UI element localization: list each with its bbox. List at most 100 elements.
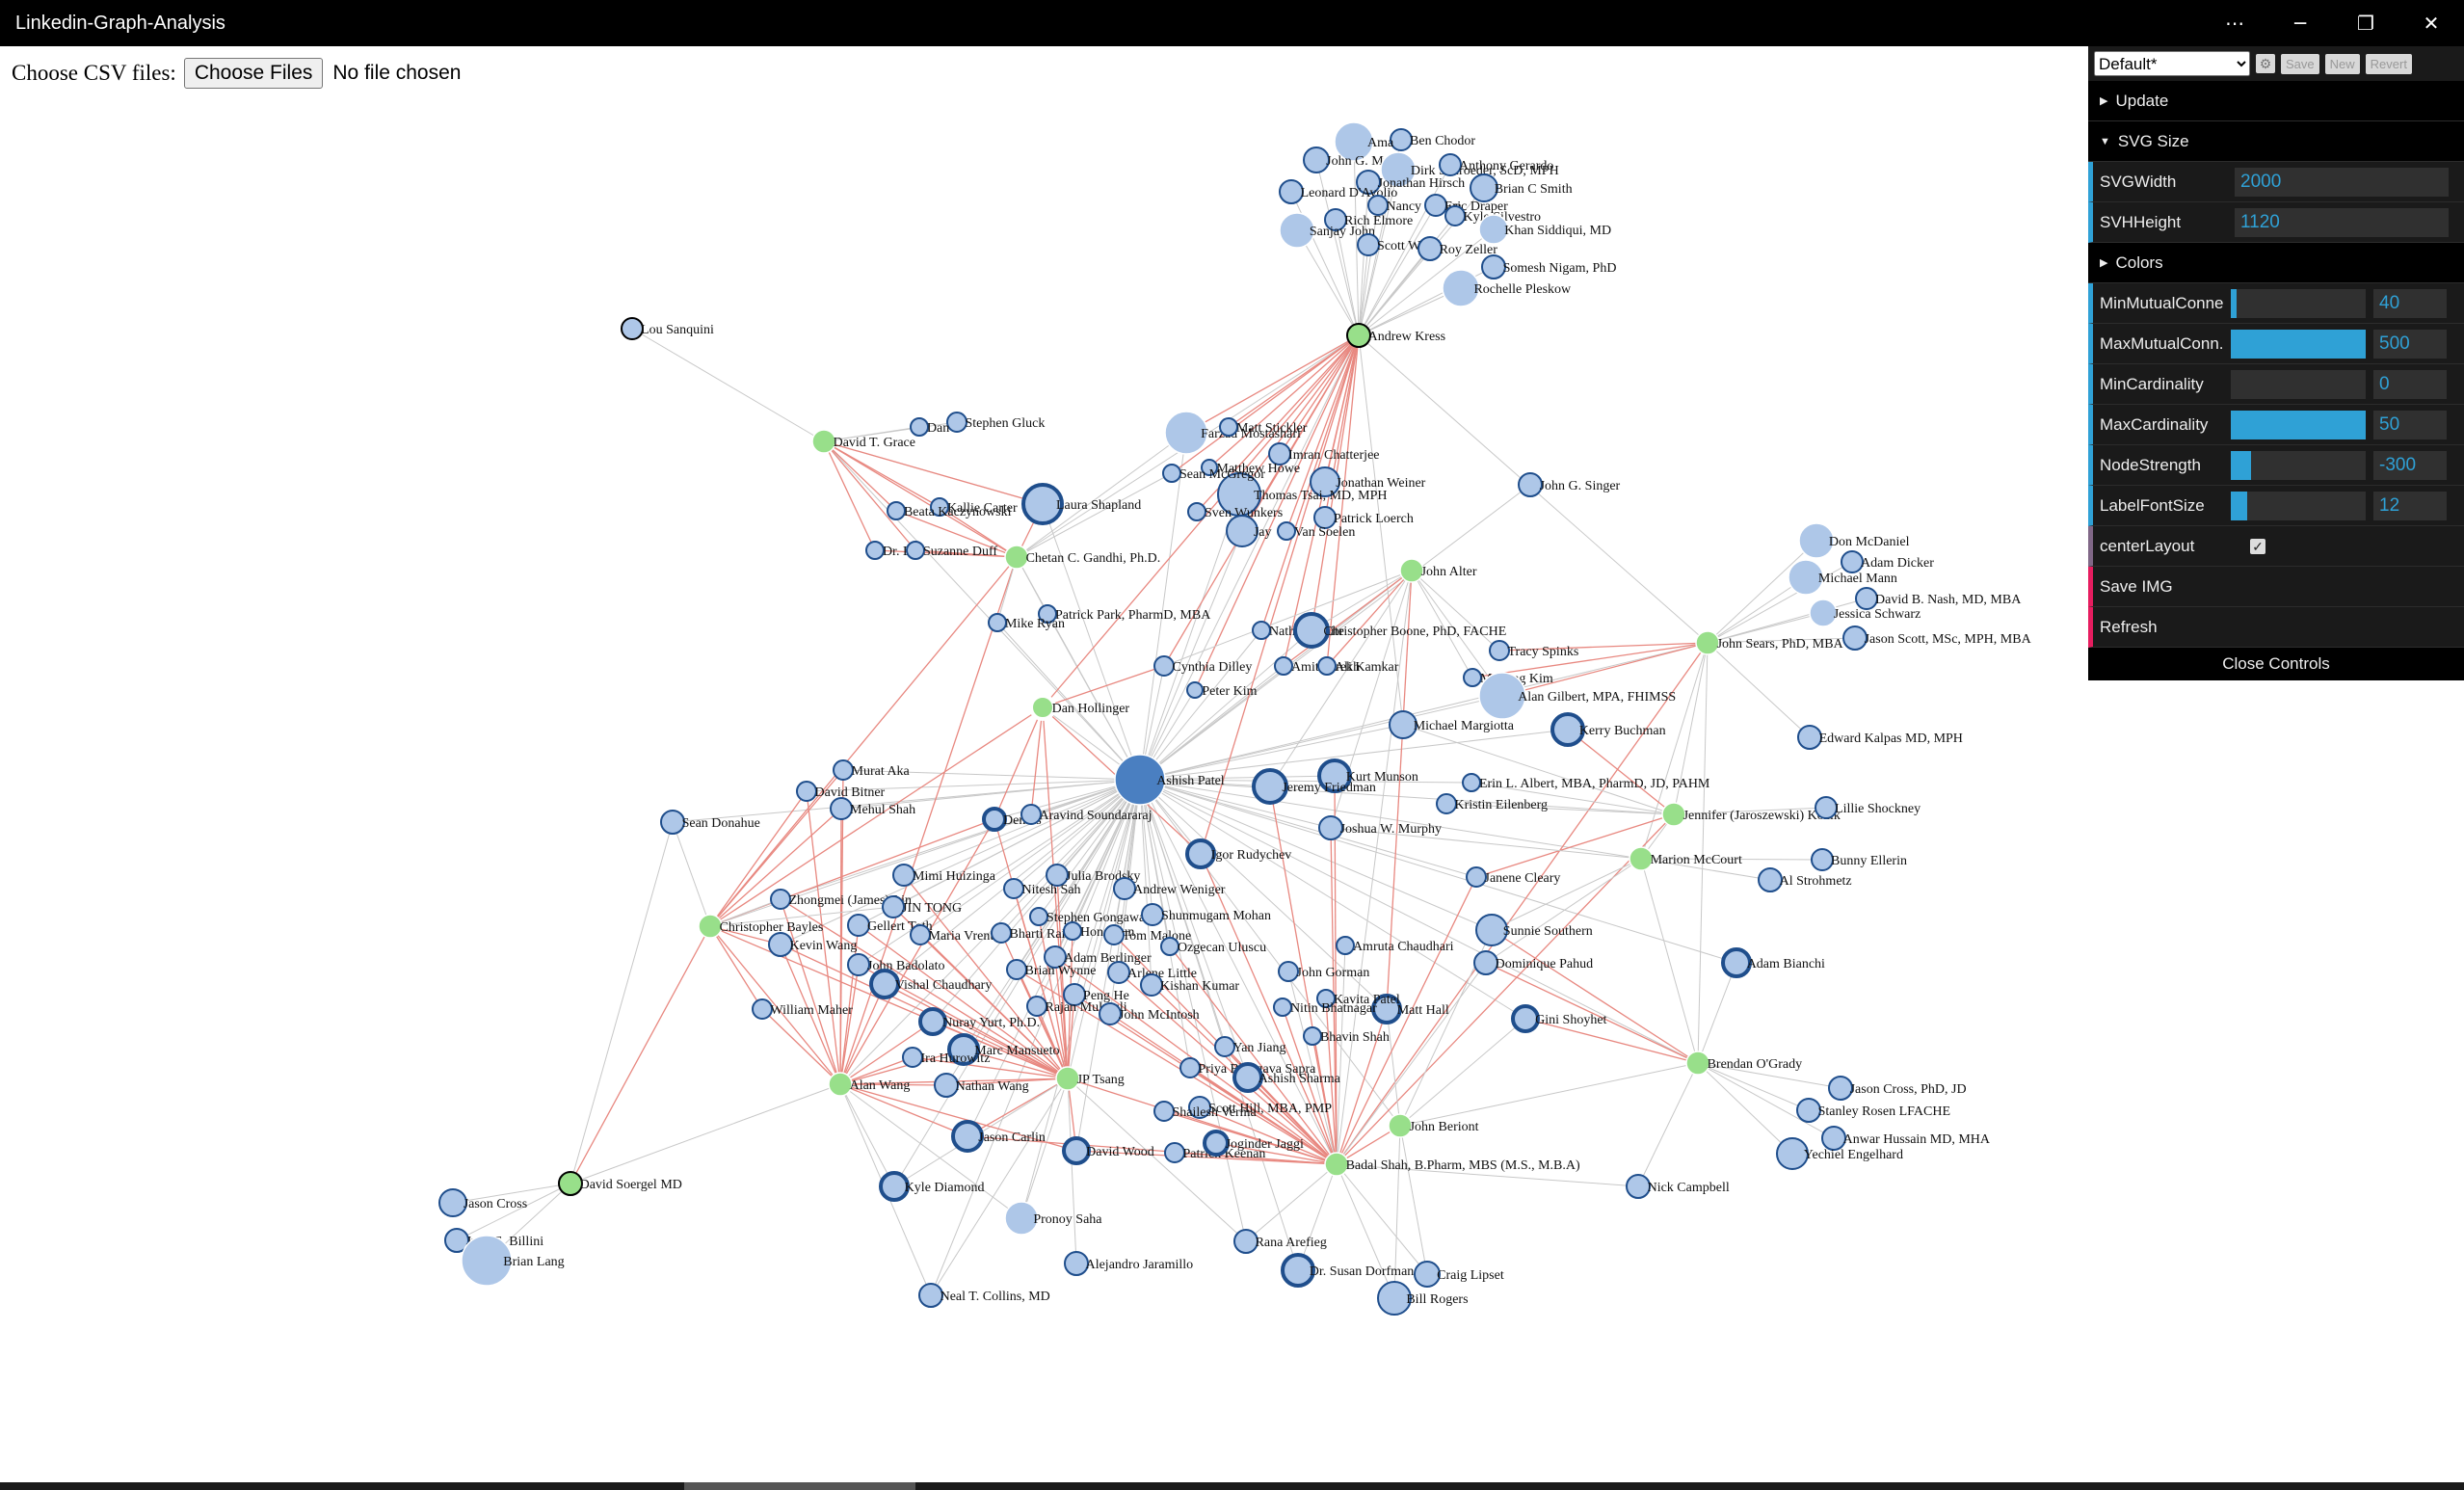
graph-node-farzad[interactable]: Farzad Mostashari <box>1164 411 1301 455</box>
graph-node-zhongmei[interactable]: Zhongmei (James) Lin <box>770 889 912 910</box>
svg-width-input[interactable]: 2000 <box>2235 167 2449 197</box>
graph-node-michael-mann[interactable]: Michael Mann <box>1788 559 1897 596</box>
graph-node-jason-carlin[interactable]: Jason Carlin <box>951 1120 1046 1153</box>
graph-node-andrew[interactable]: Andrew Kress <box>1346 323 1445 348</box>
node-circle[interactable] <box>1003 878 1024 899</box>
graph-node-john-alter[interactable]: John Alter <box>1399 558 1477 583</box>
graph-node-yechiel[interactable]: Yechiel Engelhard <box>1776 1137 1903 1170</box>
node-circle[interactable] <box>1815 796 1838 819</box>
node-circle[interactable] <box>1758 867 1783 892</box>
node-circle[interactable] <box>1316 989 1336 1008</box>
node-circle[interactable] <box>1064 1251 1089 1276</box>
graph-node-amruta[interactable]: Amruta Chaudhari <box>1336 936 1454 955</box>
graph-node-brendan[interactable]: Brendan O'Grady <box>1685 1051 1802 1076</box>
node-circle[interactable] <box>1226 515 1258 547</box>
center-layout-checkbox[interactable]: ✓ <box>2250 538 2265 554</box>
graph-node-dan-hollinger[interactable]: Dan Hollinger <box>1029 694 1129 721</box>
graph-node-kishan[interactable]: Kishan Kumar <box>1140 973 1239 997</box>
node-circle[interactable] <box>1317 758 1352 793</box>
node-circle[interactable] <box>811 429 836 454</box>
node-circle[interactable] <box>869 969 900 999</box>
node-circle[interactable] <box>865 541 885 560</box>
ellipsis-icon[interactable]: ⋯ <box>2225 12 2244 35</box>
choose-files-button[interactable]: Choose Files <box>183 58 324 89</box>
node-circle[interactable] <box>1371 994 1402 1024</box>
horizontal-scrollbar[interactable] <box>0 1482 2464 1490</box>
slider-value[interactable]: 0 <box>2373 369 2447 399</box>
graph-node-joginder[interactable]: Joginder Jaggi <box>1203 1130 1304 1157</box>
node-circle[interactable] <box>1107 961 1130 984</box>
node-circle[interactable] <box>1252 621 1271 640</box>
graph-node-david-bitner[interactable]: David Bitner <box>796 781 886 802</box>
node-circle[interactable] <box>1029 694 1056 721</box>
graph-node-erin[interactable]: Erin L. Albert, MBA, PharmD, JD, PAHM <box>1462 773 1710 792</box>
node-circle[interactable] <box>951 1120 984 1153</box>
node-circle[interactable] <box>1444 205 1466 226</box>
node-circle[interactable] <box>1390 128 1413 151</box>
graph-node-duff[interactable]: Suzanne Duff <box>906 541 997 560</box>
graph-node-jp[interactable]: JP Tsang <box>1055 1066 1125 1091</box>
node-circle[interactable] <box>1185 838 1216 869</box>
graph-node-stephen-g[interactable]: Stephen Gongaware <box>1029 907 1155 926</box>
node-circle[interactable] <box>1478 672 1526 720</box>
node-circle[interactable] <box>461 1235 513 1287</box>
graph-node-kurt[interactable]: Kurt Munson <box>1317 758 1418 793</box>
graph-node-jason-cross-phd[interactable]: Jason Cross, PhD, JD <box>1828 1076 1967 1101</box>
node-circle[interactable] <box>1026 996 1047 1017</box>
node-circle[interactable] <box>828 1072 853 1097</box>
graph-node-roy[interactable]: Roy Zeller <box>1417 236 1497 261</box>
graph-node-beata[interactable]: Beata Kaczynowski <box>887 501 1012 520</box>
graph-node-al-strohmetz[interactable]: Al Strohmetz <box>1758 867 1852 892</box>
node-circle[interactable] <box>882 895 905 918</box>
node-circle[interactable] <box>910 924 931 945</box>
node-circle[interactable] <box>660 810 685 835</box>
graph-node-adam-bianchi[interactable]: Adam Bianchi <box>1721 947 1825 978</box>
graph-node-sunnie[interactable]: Sunnie Southern <box>1475 914 1593 946</box>
graph-node-nitin[interactable]: Nitin Bhatnagar <box>1273 998 1377 1017</box>
node-circle[interactable] <box>918 1007 947 1036</box>
refresh-button[interactable]: Refresh <box>2088 607 2464 648</box>
graph-node-john-mcintosh[interactable]: John McIntosh <box>1099 1002 1200 1025</box>
node-circle[interactable] <box>1140 973 1163 997</box>
graph-node-marc[interactable]: Marc Mansueto <box>947 1033 1060 1066</box>
graph-node-mehul[interactable]: Mehul Shah <box>830 797 915 820</box>
graph-node-jason-cross[interactable]: Jason Cross <box>438 1188 527 1217</box>
graph-node-david-grace[interactable]: David T. Grace <box>811 429 915 454</box>
node-circle[interactable] <box>1473 950 1498 975</box>
node-circle[interactable] <box>1828 1076 1853 1101</box>
node-circle[interactable] <box>1442 269 1480 307</box>
graph-node-tong[interactable]: JIN TONG <box>882 895 962 918</box>
node-circle[interactable] <box>1153 655 1175 677</box>
graph-node-jennifer[interactable]: Jennifer (Jaroszewski) Kozik <box>1661 802 1841 827</box>
graph-node-adam-b[interactable]: Adam Berlinger <box>1044 945 1152 969</box>
new-preset-button[interactable]: New <box>2324 53 2360 74</box>
slider-value[interactable]: 12 <box>2373 491 2447 520</box>
graph-node-maria[interactable]: Maria Vrentas <box>910 924 1005 945</box>
node-circle[interactable] <box>1377 1281 1412 1316</box>
node-circle[interactable] <box>1201 459 1218 476</box>
graph-node-jason-scott[interactable]: Jason Scott, MSc, MPH, MBA <box>1842 625 2032 651</box>
graph-node-nathan-wang[interactable]: Nathan Wang <box>934 1073 1029 1098</box>
graph-node-sean-donahue[interactable]: Sean Donahue <box>660 810 760 835</box>
revert-preset-button[interactable]: Revert <box>2365 53 2412 74</box>
graph-node-alejandro[interactable]: Alejandro Jaramillo <box>1064 1251 1193 1276</box>
node-circle[interactable] <box>1293 612 1330 649</box>
node-circle[interactable] <box>1367 195 1389 216</box>
node-circle[interactable] <box>1274 656 1293 676</box>
node-circle[interactable] <box>1357 233 1380 256</box>
graph-node-john-beriont[interactable]: John Beriont <box>1388 1113 1479 1138</box>
graph-node-nick[interactable]: Nick Campbell <box>1626 1174 1730 1199</box>
graph-node-ashish-sharma[interactable]: Ashish Sharma <box>1232 1062 1341 1093</box>
graph-node-ashish[interactable]: Ashish Patel <box>1114 754 1225 806</box>
graph-node-marion[interactable]: Marion McCourt <box>1629 846 1742 871</box>
save-preset-button[interactable]: Save <box>2281 53 2319 74</box>
node-circle[interactable] <box>1004 1201 1039 1236</box>
graph-node-scott-hill[interactable]: Scott Hill, MBA, PMP <box>1188 1096 1332 1119</box>
node-circle[interactable] <box>1038 604 1057 624</box>
graph-node-mike-ryan[interactable]: Mike Ryan <box>988 613 1065 632</box>
graph-node-brian-lang[interactable]: Brian Lang <box>461 1235 565 1287</box>
node-circle[interactable] <box>1186 681 1204 699</box>
graph-node-john-badolato[interactable]: John Badolato <box>847 953 945 976</box>
node-circle[interactable] <box>1318 815 1343 840</box>
